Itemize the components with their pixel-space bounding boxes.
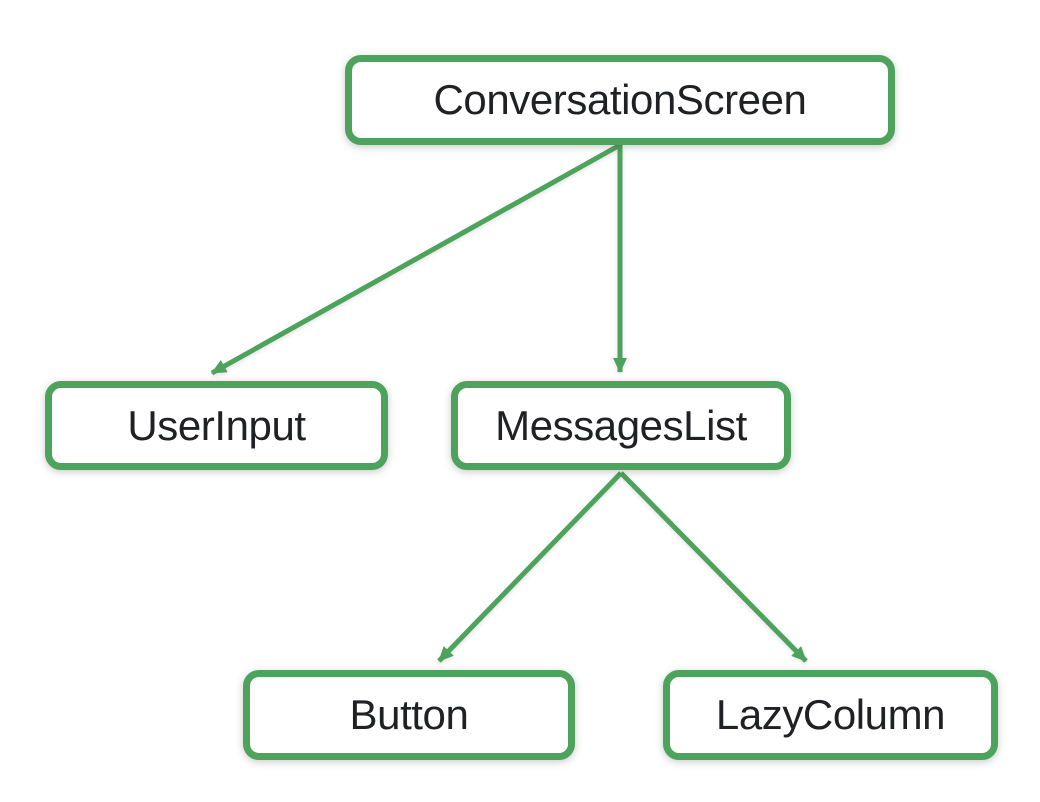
node-button: Button [243, 670, 575, 760]
node-user-input: UserInput [45, 381, 388, 470]
edge-messageslist-lazycolumn [619, 471, 808, 663]
edge-conversationscreen-userinput [210, 142, 622, 376]
node-conversation-screen: ConversationScreen [345, 55, 895, 145]
node-messages-list: MessagesList [451, 381, 791, 470]
node-label: UserInput [127, 401, 306, 449]
node-label: Button [349, 691, 469, 738]
node-lazy-column: LazyColumn [663, 670, 998, 760]
node-label: LazyColumn [715, 691, 946, 738]
edge-messageslist-button [437, 471, 623, 663]
node-label: ConversationScreen [433, 76, 807, 123]
node-label: MessagesList [495, 401, 747, 449]
